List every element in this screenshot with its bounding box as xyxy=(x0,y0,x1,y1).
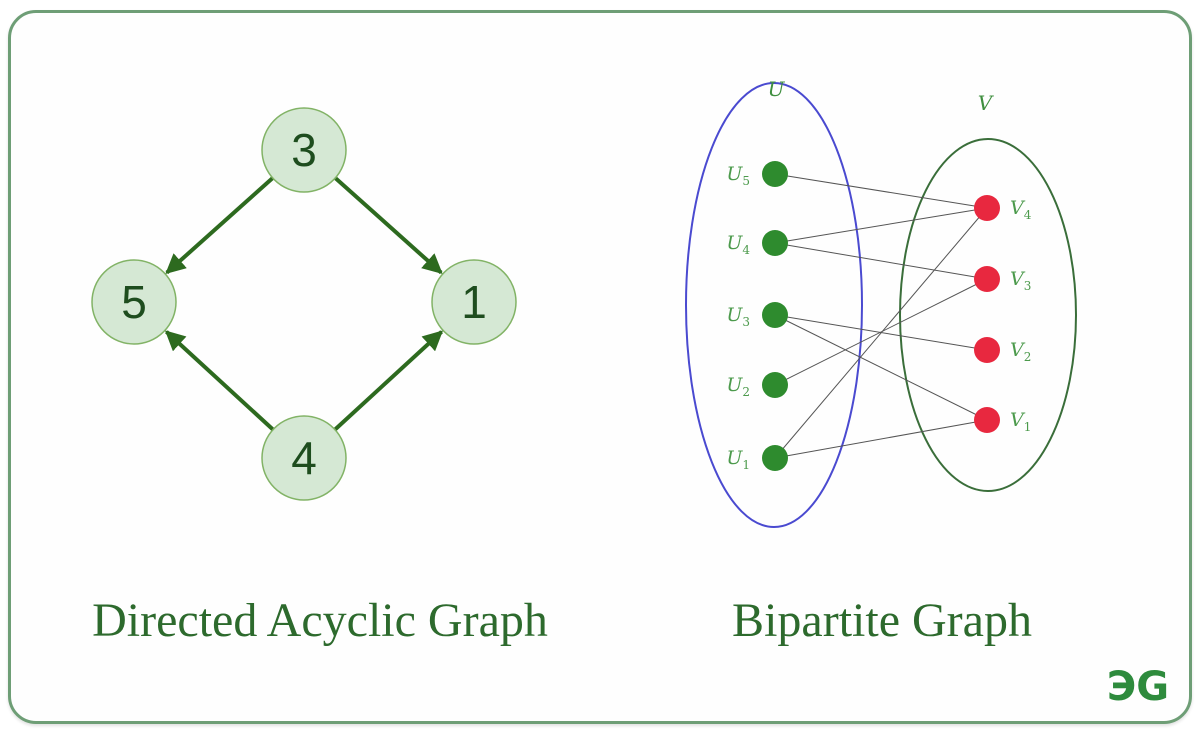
set-u-label: U xyxy=(768,77,786,101)
dag-nodes: 3 5 1 4 xyxy=(91,107,517,501)
dag-node-circle xyxy=(261,415,347,501)
brand-logo: ЭG xyxy=(1107,664,1169,710)
vertex-label: U5 xyxy=(726,163,750,188)
bipartite-edge-U1-V1 xyxy=(774,419,988,459)
dag-node-1: 1 xyxy=(431,259,517,345)
bipartite-edge-U3-V1 xyxy=(774,314,988,421)
vertex-dot xyxy=(762,230,788,256)
bipartite-caption: Bipartite Graph xyxy=(732,594,1032,647)
dag-node-4: 4 xyxy=(261,415,347,501)
dag-node-label: 3 xyxy=(291,124,317,176)
dag-edges xyxy=(164,176,444,432)
vertex-label: V2 xyxy=(1010,339,1031,364)
bipartite-edge-U1-V4 xyxy=(774,207,988,459)
dag-node-label: 1 xyxy=(461,276,487,328)
dag-node-circle xyxy=(261,107,347,193)
vertex-dot xyxy=(974,266,1000,292)
vertex-label: U1 xyxy=(726,447,750,472)
vertex-dot xyxy=(762,161,788,187)
bipartite-edge-U4-V4 xyxy=(774,207,988,244)
vertex-label: V4 xyxy=(1010,197,1032,222)
set-v-label: V xyxy=(978,91,995,115)
vertex-v1: V1 xyxy=(974,407,1031,434)
vertex-label: V3 xyxy=(1010,268,1031,293)
vertex-dot xyxy=(974,407,1000,433)
set-v-ellipse xyxy=(899,138,1077,492)
vertex-v3: V3 xyxy=(974,266,1031,293)
vertex-dot xyxy=(974,195,1000,221)
dag-node-label: 5 xyxy=(121,276,147,328)
vertex-dot xyxy=(762,445,788,471)
dag-edge-3-1 xyxy=(333,176,443,275)
dag-node-3: 3 xyxy=(261,107,347,193)
dag-caption: Directed Acyclic Graph xyxy=(92,594,548,647)
vertex-u2: U2 xyxy=(726,372,788,399)
vertex-label: U4 xyxy=(726,232,750,257)
dag-diagram: 3 5 1 4 Directed Acyclic Graph xyxy=(91,107,548,647)
bipartite-edge-U4-V3 xyxy=(774,242,988,280)
vertex-label: V1 xyxy=(1010,409,1031,434)
dag-node-circle xyxy=(431,259,517,345)
dag-edge-4-5 xyxy=(164,330,275,432)
vertex-dot xyxy=(762,302,788,328)
dag-node-5: 5 xyxy=(91,259,177,345)
set-u-ellipse xyxy=(685,82,863,528)
bipartite-edge-U5-V4 xyxy=(774,173,988,209)
vertex-u5: U5 xyxy=(726,161,788,188)
vertex-u3: U3 xyxy=(726,302,788,329)
bipartite-edge-U2-V3 xyxy=(774,278,988,386)
dag-edge-3-5 xyxy=(165,176,275,275)
bipartite-edges xyxy=(774,173,988,459)
dag-node-label: 4 xyxy=(291,432,317,484)
vertex-label: U2 xyxy=(726,374,750,399)
vertex-v4: V4 xyxy=(974,195,1032,222)
vertex-u1: U1 xyxy=(726,445,788,472)
vertex-dot xyxy=(974,337,1000,363)
dag-node-circle xyxy=(91,259,177,345)
vertex-dot xyxy=(762,372,788,398)
vertex-label: U3 xyxy=(726,304,750,329)
vertex-v2: V2 xyxy=(974,337,1031,364)
dag-edge-4-1 xyxy=(333,330,444,432)
vertex-u4: U4 xyxy=(726,230,788,257)
